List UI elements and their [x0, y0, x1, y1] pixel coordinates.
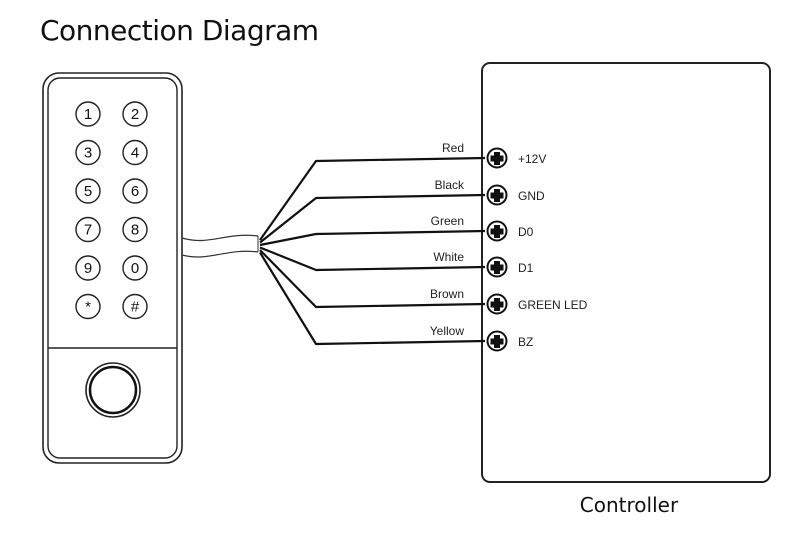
- terminal-screw-icon: [486, 293, 508, 315]
- keypad-key: 3: [75, 139, 101, 166]
- terminal-screw-icon: [486, 184, 508, 206]
- fingerprint-sensor: [85, 362, 141, 418]
- keypad-key: 7: [75, 216, 101, 243]
- terminal-label: +12V: [518, 152, 546, 166]
- terminal-screw-icon: [486, 147, 508, 169]
- keypad-key: 0: [122, 255, 148, 281]
- terminal-label: D1: [518, 261, 534, 275]
- keypad-key: *: [75, 293, 101, 320]
- controller-label: Controller: [580, 493, 679, 517]
- wire-color-label: Green: [431, 214, 464, 228]
- key-label: #: [131, 299, 140, 316]
- keypad-key: 1: [75, 101, 101, 127]
- key-label: 7: [84, 222, 92, 239]
- terminal-screw-icon: [486, 330, 508, 352]
- key-label: *: [85, 299, 91, 316]
- diagram-title: Connection Diagram: [40, 14, 319, 47]
- keypad-key: 8: [122, 216, 148, 243]
- terminal-label: D0: [518, 225, 534, 239]
- terminal-screw-icon: [486, 220, 508, 242]
- key-label: 1: [84, 106, 92, 123]
- key-label: 3: [84, 145, 92, 162]
- wire-color-label: Red: [442, 141, 464, 155]
- key-label: 2: [131, 106, 139, 123]
- keypad-key: 6: [122, 178, 148, 204]
- wire-color-label: White: [433, 250, 464, 264]
- terminal-screw-icon: [486, 256, 508, 278]
- cable: [181, 234, 259, 258]
- key-label: 4: [131, 145, 139, 162]
- wire-red: Red +12V: [259, 141, 546, 241]
- controller-box: Controller: [481, 62, 771, 517]
- key-label: 6: [131, 183, 139, 200]
- terminal-label: BZ: [518, 335, 533, 349]
- terminal-label: GREEN LED: [518, 298, 588, 312]
- key-label: 8: [131, 222, 139, 239]
- key-label: 5: [84, 183, 92, 200]
- wire-color-label: Brown: [430, 287, 464, 301]
- keypad-key: 2: [122, 101, 148, 127]
- wire-color-label: Yellow: [430, 324, 465, 338]
- keypad-key: 9: [75, 255, 101, 281]
- keypad-key: 5: [75, 178, 101, 204]
- terminal-label: GND: [518, 189, 545, 203]
- key-label: 9: [84, 260, 92, 277]
- keypad-device: 1 2 3 4 5 6 7 8 9 0 * #: [42, 72, 183, 464]
- keypad-key: #: [122, 293, 148, 320]
- wire-color-label: Black: [435, 178, 465, 192]
- key-label: 0: [131, 260, 139, 277]
- keypad-key: 4: [122, 139, 148, 166]
